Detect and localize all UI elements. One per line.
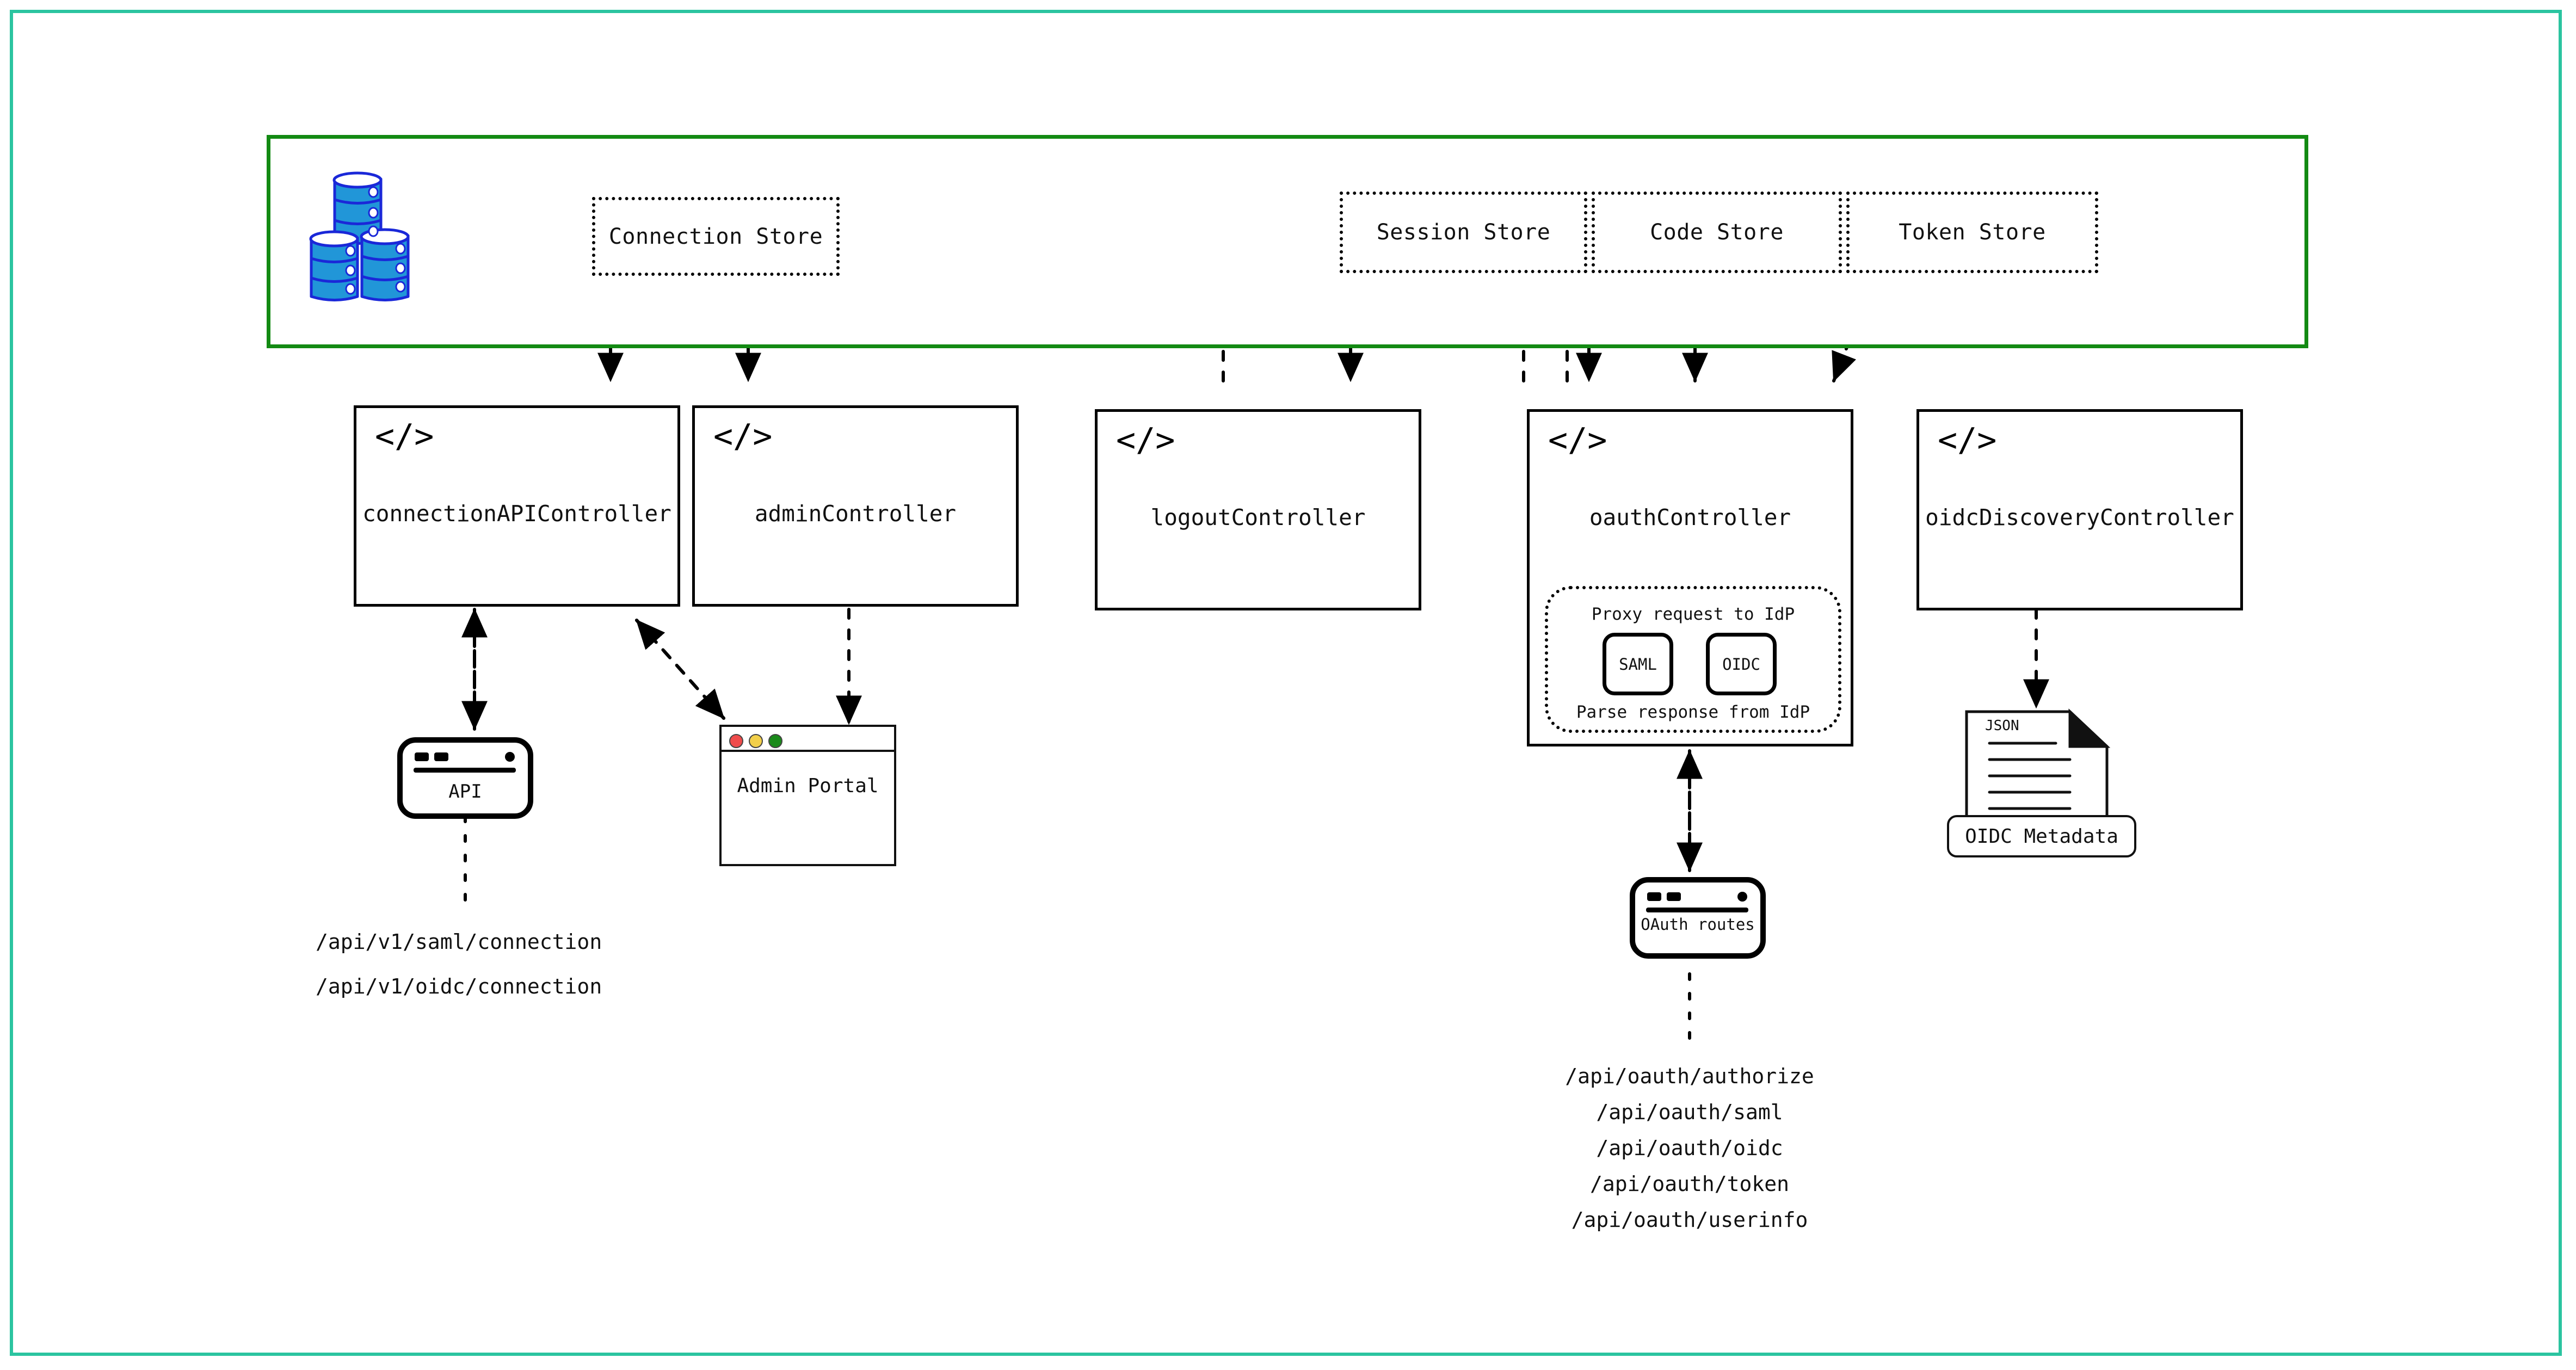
connection-path: /api/v1/saml/connection bbox=[316, 930, 602, 954]
code-icon: </> bbox=[375, 417, 434, 455]
connection-paths-list: /api/v1/saml/connection /api/v1/oidc/con… bbox=[316, 919, 602, 1009]
oauth-routes-node[interactable]: OAuth routes bbox=[1630, 877, 1766, 959]
oauth-path: /api/oauth/authorize bbox=[1565, 1064, 1814, 1088]
api-node[interactable]: API bbox=[397, 737, 533, 819]
admin-portal-node[interactable]: Admin Portal bbox=[719, 725, 896, 866]
controller-connection-api[interactable]: </> connectionAPIController bbox=[354, 405, 680, 607]
controller-oidc-discovery[interactable]: </> oidcDiscoveryController bbox=[1916, 409, 2243, 610]
oauth-path: /api/oauth/oidc bbox=[1596, 1136, 1783, 1160]
store-label: Connection Store bbox=[608, 224, 823, 249]
store-label: Token Store bbox=[1899, 220, 2046, 245]
store-token-store[interactable]: Token Store bbox=[1846, 192, 2098, 273]
window-dot-icon bbox=[1647, 892, 1661, 901]
code-icon: </> bbox=[713, 417, 773, 455]
database-icon bbox=[305, 166, 430, 302]
code-icon: </> bbox=[1548, 421, 1607, 459]
oauth-path: /api/oauth/saml bbox=[1596, 1100, 1783, 1124]
close-icon[interactable] bbox=[729, 734, 743, 748]
maximize-icon[interactable] bbox=[768, 734, 782, 748]
api-title-bar bbox=[403, 746, 528, 773]
store-label: Session Store bbox=[1376, 220, 1551, 245]
window-dot-icon bbox=[434, 752, 448, 761]
code-icon: </> bbox=[1116, 421, 1175, 459]
oauth-path: /api/oauth/token bbox=[1589, 1172, 1790, 1196]
controller-label: logoutController bbox=[1150, 504, 1366, 530]
store-connection-store[interactable]: Connection Store bbox=[592, 197, 840, 276]
admin-portal-label: Admin Portal bbox=[737, 775, 879, 797]
controller-oauth[interactable]: </> oauthController Proxy request to IdP… bbox=[1527, 409, 1853, 746]
controller-admin[interactable]: </> adminController bbox=[692, 405, 1019, 607]
code-icon: </> bbox=[1938, 421, 1997, 459]
proxy-group: Proxy request to IdP SAML OIDC Parse res… bbox=[1545, 586, 1841, 733]
window-title-bar bbox=[722, 727, 894, 752]
window-dot-icon bbox=[505, 752, 515, 762]
window-dot-icon bbox=[415, 752, 429, 761]
controller-logout[interactable]: </> logoutController bbox=[1095, 409, 1421, 610]
divider bbox=[414, 768, 516, 773]
saml-button[interactable]: SAML bbox=[1603, 633, 1673, 695]
store-code-store[interactable]: Code Store bbox=[1592, 192, 1842, 273]
store-label: Code Store bbox=[1650, 220, 1784, 245]
connection-path: /api/v1/oidc/connection bbox=[316, 974, 602, 998]
oauth-path: /api/oauth/userinfo bbox=[1571, 1208, 1808, 1232]
proxy-top-label: Proxy request to IdP bbox=[1591, 604, 1795, 624]
controller-label: oidcDiscoveryController bbox=[1925, 504, 2234, 530]
divider bbox=[1646, 908, 1748, 912]
controller-label: oauthController bbox=[1589, 504, 1791, 530]
outer-frame bbox=[10, 10, 2562, 1356]
oauth-paths-list: /api/oauth/authorize /api/oauth/saml /ap… bbox=[1502, 1058, 1877, 1238]
json-label: JSON bbox=[1985, 718, 2019, 734]
proxy-bottom-label: Parse response from IdP bbox=[1576, 702, 1810, 722]
controller-label: connectionAPIController bbox=[362, 501, 671, 527]
window-title-bar bbox=[1635, 886, 1760, 912]
window-dot-icon bbox=[1667, 892, 1681, 901]
oidc-metadata-label: OIDC Metadata bbox=[1947, 815, 2136, 857]
oidc-button[interactable]: OIDC bbox=[1706, 633, 1777, 695]
minimize-icon[interactable] bbox=[749, 734, 763, 748]
api-label: API bbox=[448, 781, 482, 803]
window-dot-icon bbox=[1737, 892, 1747, 902]
oauth-routes-label: OAuth routes bbox=[1641, 915, 1755, 934]
controller-label: adminController bbox=[754, 501, 957, 527]
store-session-store[interactable]: Session Store bbox=[1340, 192, 1587, 273]
